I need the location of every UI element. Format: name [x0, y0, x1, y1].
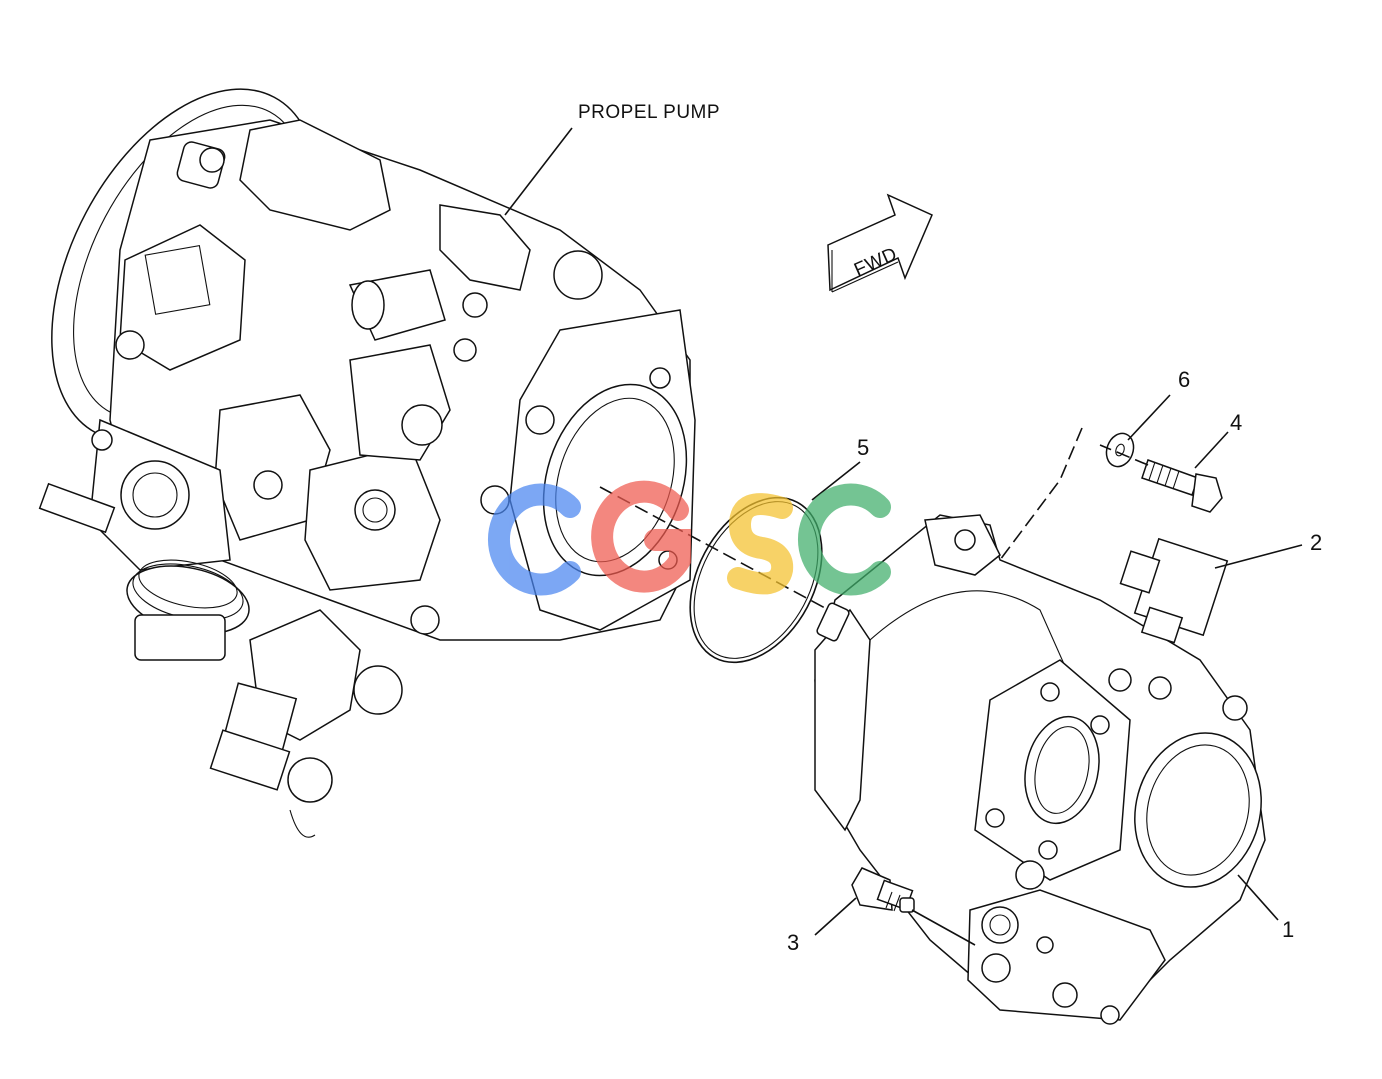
solenoid-part-2 [1119, 537, 1229, 644]
leader-line-6 [1127, 394, 1171, 441]
o-ring [689, 496, 823, 664]
callout-4: 4 [1230, 410, 1242, 435]
watermark-logo [487, 480, 891, 596]
propel-pump-assembly [38, 88, 696, 838]
charge-pump-assembly [814, 514, 1266, 1025]
leader-line-4 [1194, 431, 1229, 469]
bolt-part-4 [1141, 459, 1223, 513]
leader-line-2 [1214, 544, 1303, 569]
leader-line-5 [811, 461, 861, 501]
callout-1: 1 [1282, 917, 1294, 942]
fitting-part-3 [851, 867, 915, 913]
title-label: PROPEL PUMP [578, 102, 720, 123]
explosion-axis [599, 486, 839, 616]
washer-part-6 [1105, 432, 1135, 468]
title-leader-line [504, 127, 573, 216]
forward-arrow-icon: FWD [827, 193, 933, 293]
bolt-explosion-axis [999, 427, 1149, 561]
callout-6: 6 [1178, 367, 1190, 392]
fitting-explosion-axis [911, 909, 976, 946]
leader-line-1 [1237, 874, 1279, 921]
callout-2: 2 [1310, 530, 1322, 555]
callout-5: 5 [857, 435, 869, 460]
leader-line-3 [814, 897, 857, 936]
callout-3: 3 [787, 930, 799, 955]
